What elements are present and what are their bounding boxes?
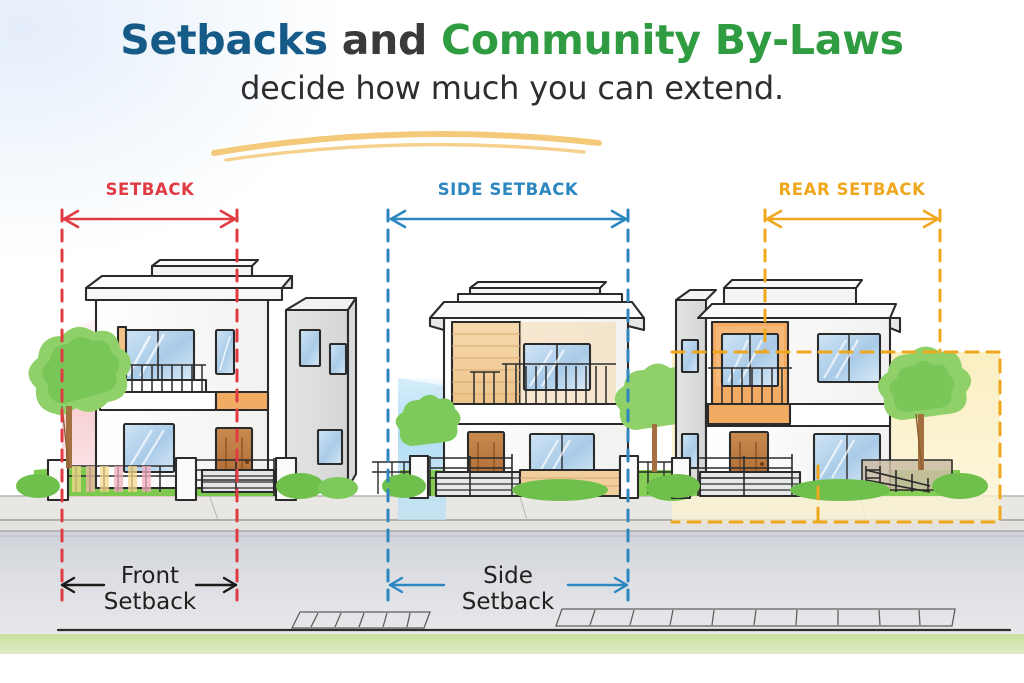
house-right xyxy=(656,278,1002,524)
house-middle xyxy=(372,280,700,501)
title-word-and: and xyxy=(327,16,442,64)
guide-lines xyxy=(60,208,942,602)
front-callout-line2: Setback xyxy=(103,589,197,616)
heading-block: Setbacks and Community By-Laws decide ho… xyxy=(0,18,1024,107)
front-measure-arrow xyxy=(62,209,237,229)
side-callout-line1: Side xyxy=(483,563,533,589)
rear-setback-label: REAR SETBACK xyxy=(778,180,926,199)
side-callout-arrows xyxy=(388,576,629,594)
page-title: Setbacks and Community By-Laws xyxy=(0,18,1024,62)
front-setback-callout: Front Setback xyxy=(50,563,250,616)
title-word-setbacks: Setbacks xyxy=(120,16,328,64)
house-left xyxy=(16,258,358,502)
front-setback-label: SETBACK xyxy=(105,180,195,199)
front-callout-line1: Front xyxy=(120,563,180,589)
rear-measure-arrow xyxy=(765,209,940,229)
side-setback-callout: Side Setback xyxy=(408,563,608,616)
title-word-bylaws: Community By-Laws xyxy=(441,16,904,64)
front-callout-arrows xyxy=(60,576,238,594)
side-setback-label: SIDE SETBACK xyxy=(437,180,579,199)
measure-arrows xyxy=(62,209,940,229)
side-callout-line2: Setback xyxy=(461,589,555,616)
side-measure-arrow xyxy=(389,209,628,229)
callout-arrows xyxy=(60,576,629,594)
page-subtitle: decide how much you can extend. xyxy=(240,69,784,108)
rear-setback-boundary xyxy=(670,350,1002,524)
heading-underline xyxy=(211,131,602,162)
